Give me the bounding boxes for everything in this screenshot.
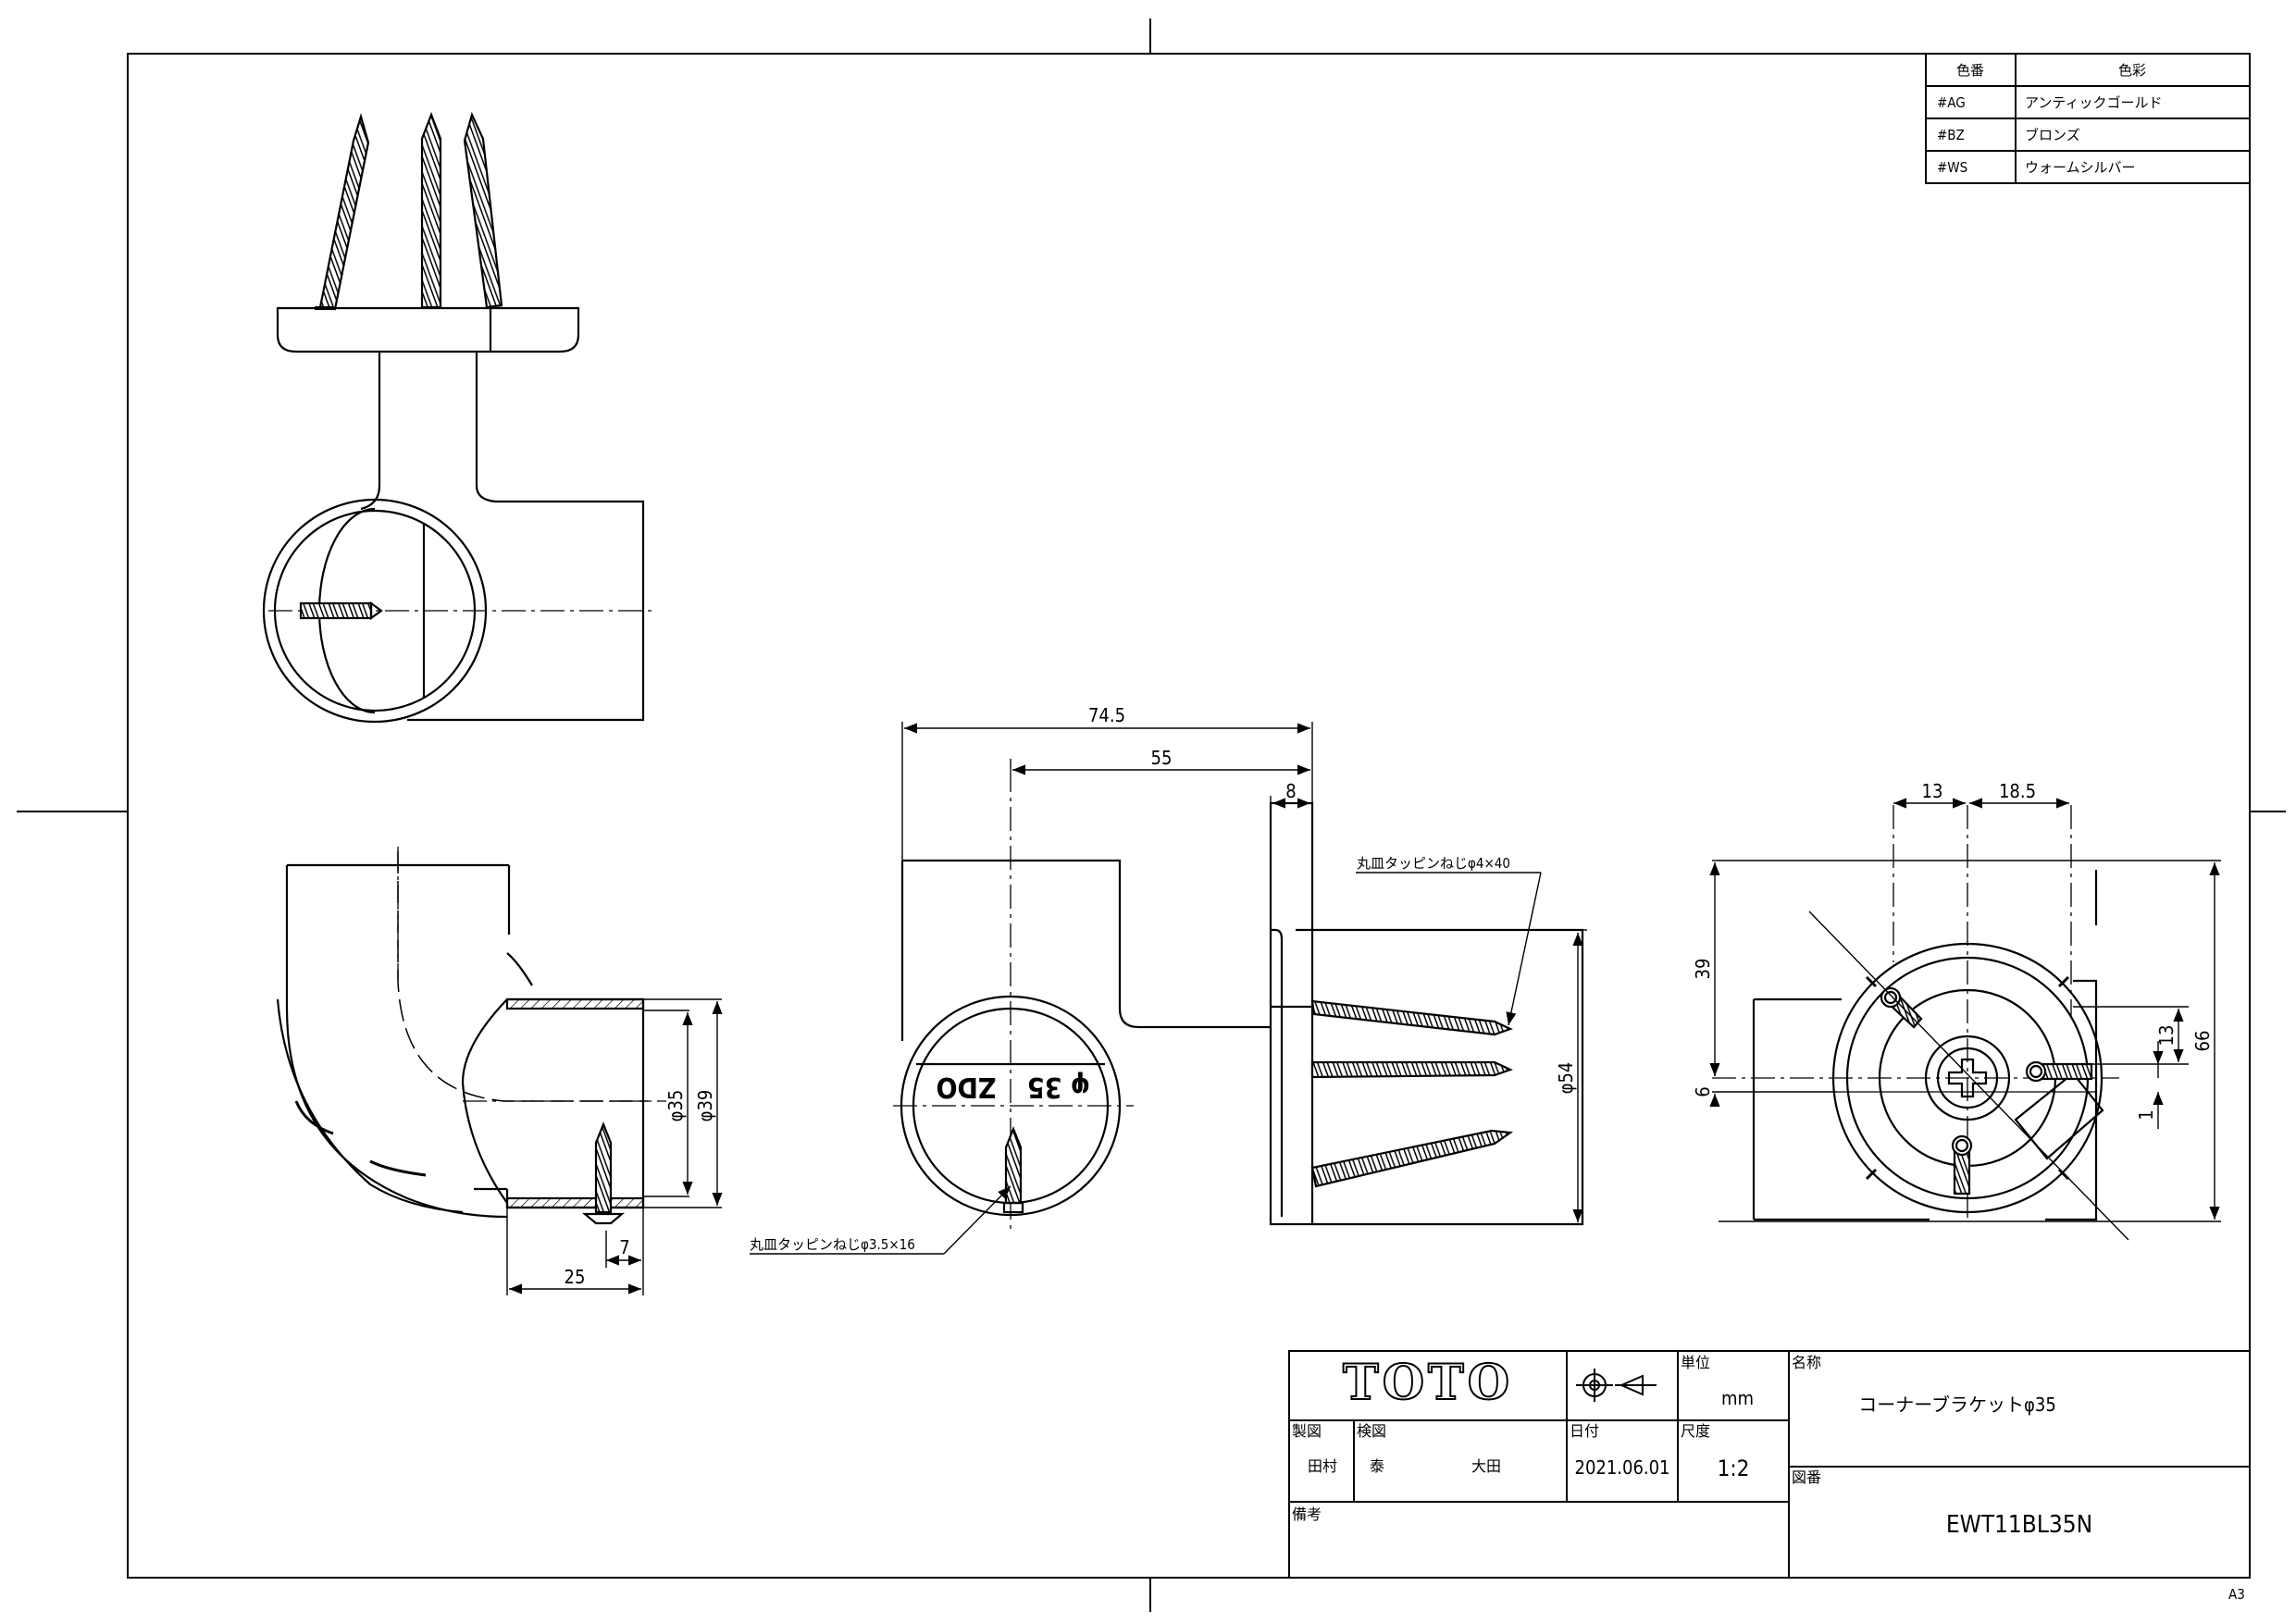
- dim-55: 55: [1151, 747, 1173, 769]
- plate-view-dimensions: [1709, 798, 2221, 1222]
- dim-18-5: 18.5: [1999, 780, 2036, 802]
- dim-phi54: φ54: [1555, 1062, 1577, 1095]
- color-name-ws: ウォームシルバー: [2025, 159, 2136, 176]
- engraving-mark: ZDO: [937, 1071, 997, 1103]
- sheet-border: [17, 19, 2286, 1612]
- plate-screw-3: [1951, 1134, 1973, 1196]
- side-view: [893, 768, 1584, 1231]
- color-name-bz: ブロンズ: [2025, 127, 2080, 143]
- top-view: [262, 111, 657, 724]
- plate-screw-2: [2025, 1060, 2093, 1083]
- unit-label: 単位: [1681, 1354, 1710, 1371]
- side-view-dimensions: [750, 722, 1587, 1255]
- front-elbow-view: [276, 847, 722, 1295]
- dim-1: 1: [2135, 1109, 2157, 1120]
- remarks-label: 備考: [1292, 1505, 1322, 1523]
- color-code-ag: #AG: [1937, 94, 1966, 111]
- side-view-screw-3: [1310, 1129, 1514, 1188]
- dim-74-5: 74.5: [1088, 704, 1125, 726]
- checker-label: 検図: [1357, 1422, 1386, 1440]
- dim-39: 39: [1692, 959, 1714, 980]
- date-label: 日付: [1570, 1422, 1599, 1440]
- dim-phi39: φ39: [694, 1090, 716, 1122]
- checker-value-2: 大田: [1471, 1457, 1501, 1475]
- top-view-screw-1: [318, 113, 370, 311]
- name-label: 名称: [1792, 1354, 1821, 1371]
- engraving: ZDO φ 35: [937, 1071, 1090, 1103]
- front-elbow-dimensions: [509, 1001, 723, 1295]
- dim-8: 8: [1285, 780, 1296, 802]
- color-table-header-code: 色番: [1956, 62, 1984, 79]
- color-table: [1925, 53, 2251, 184]
- side-view-screw-2: [1310, 1060, 1513, 1079]
- color-name-ag: アンティックゴールド: [2025, 94, 2163, 111]
- callout-screw-large: 丸皿タッピンねじφ4×40: [1357, 855, 1510, 872]
- scale-value: 1:2: [1718, 1456, 1750, 1481]
- top-view-flange: [276, 306, 580, 353]
- dim-6: 6: [1692, 1086, 1714, 1096]
- color-code-bz: #BZ: [1937, 127, 1965, 143]
- drafter-label: 製図: [1292, 1422, 1322, 1440]
- dim-66: 66: [2191, 1031, 2214, 1052]
- color-table-header-name: 色彩: [2118, 62, 2146, 79]
- unit-value: mm: [1721, 1387, 1754, 1409]
- top-view-screw-3: [463, 111, 503, 309]
- dim-13-right: 13: [2155, 1025, 2178, 1047]
- dim-13-top: 13: [1922, 780, 1943, 802]
- dim-phi35: φ35: [664, 1090, 687, 1122]
- dim-7: 7: [619, 1236, 629, 1258]
- plate-view: [1712, 805, 2129, 1241]
- color-code-ws: #WS: [1937, 159, 1967, 176]
- top-view-screw-2: [420, 111, 442, 309]
- callout-screw-small: 丸皿タッピンねじφ3.5×16: [750, 1236, 915, 1253]
- drafter-value: 田村: [1308, 1457, 1337, 1475]
- engraving-size: φ 35: [1027, 1071, 1090, 1103]
- checker-value-1: 泰: [1370, 1457, 1384, 1475]
- side-view-screw-1: [1310, 999, 1513, 1036]
- name-value: コーナーブラケットφ35: [1858, 1394, 2056, 1416]
- title-block: [1288, 1350, 2251, 1579]
- drawing-no-label: 図番: [1792, 1468, 1821, 1486]
- scale-label: 尺度: [1681, 1422, 1710, 1440]
- drawing-no-value: EWT11BL35N: [1946, 1511, 2092, 1539]
- date-value: 2021.06.01: [1575, 1456, 1670, 1479]
- dim-25: 25: [565, 1266, 586, 1288]
- brand-logo: TOTO: [1343, 1355, 1513, 1411]
- sheet-size: A3: [2228, 1586, 2245, 1603]
- projection-symbol-icon: [1576, 1369, 1657, 1402]
